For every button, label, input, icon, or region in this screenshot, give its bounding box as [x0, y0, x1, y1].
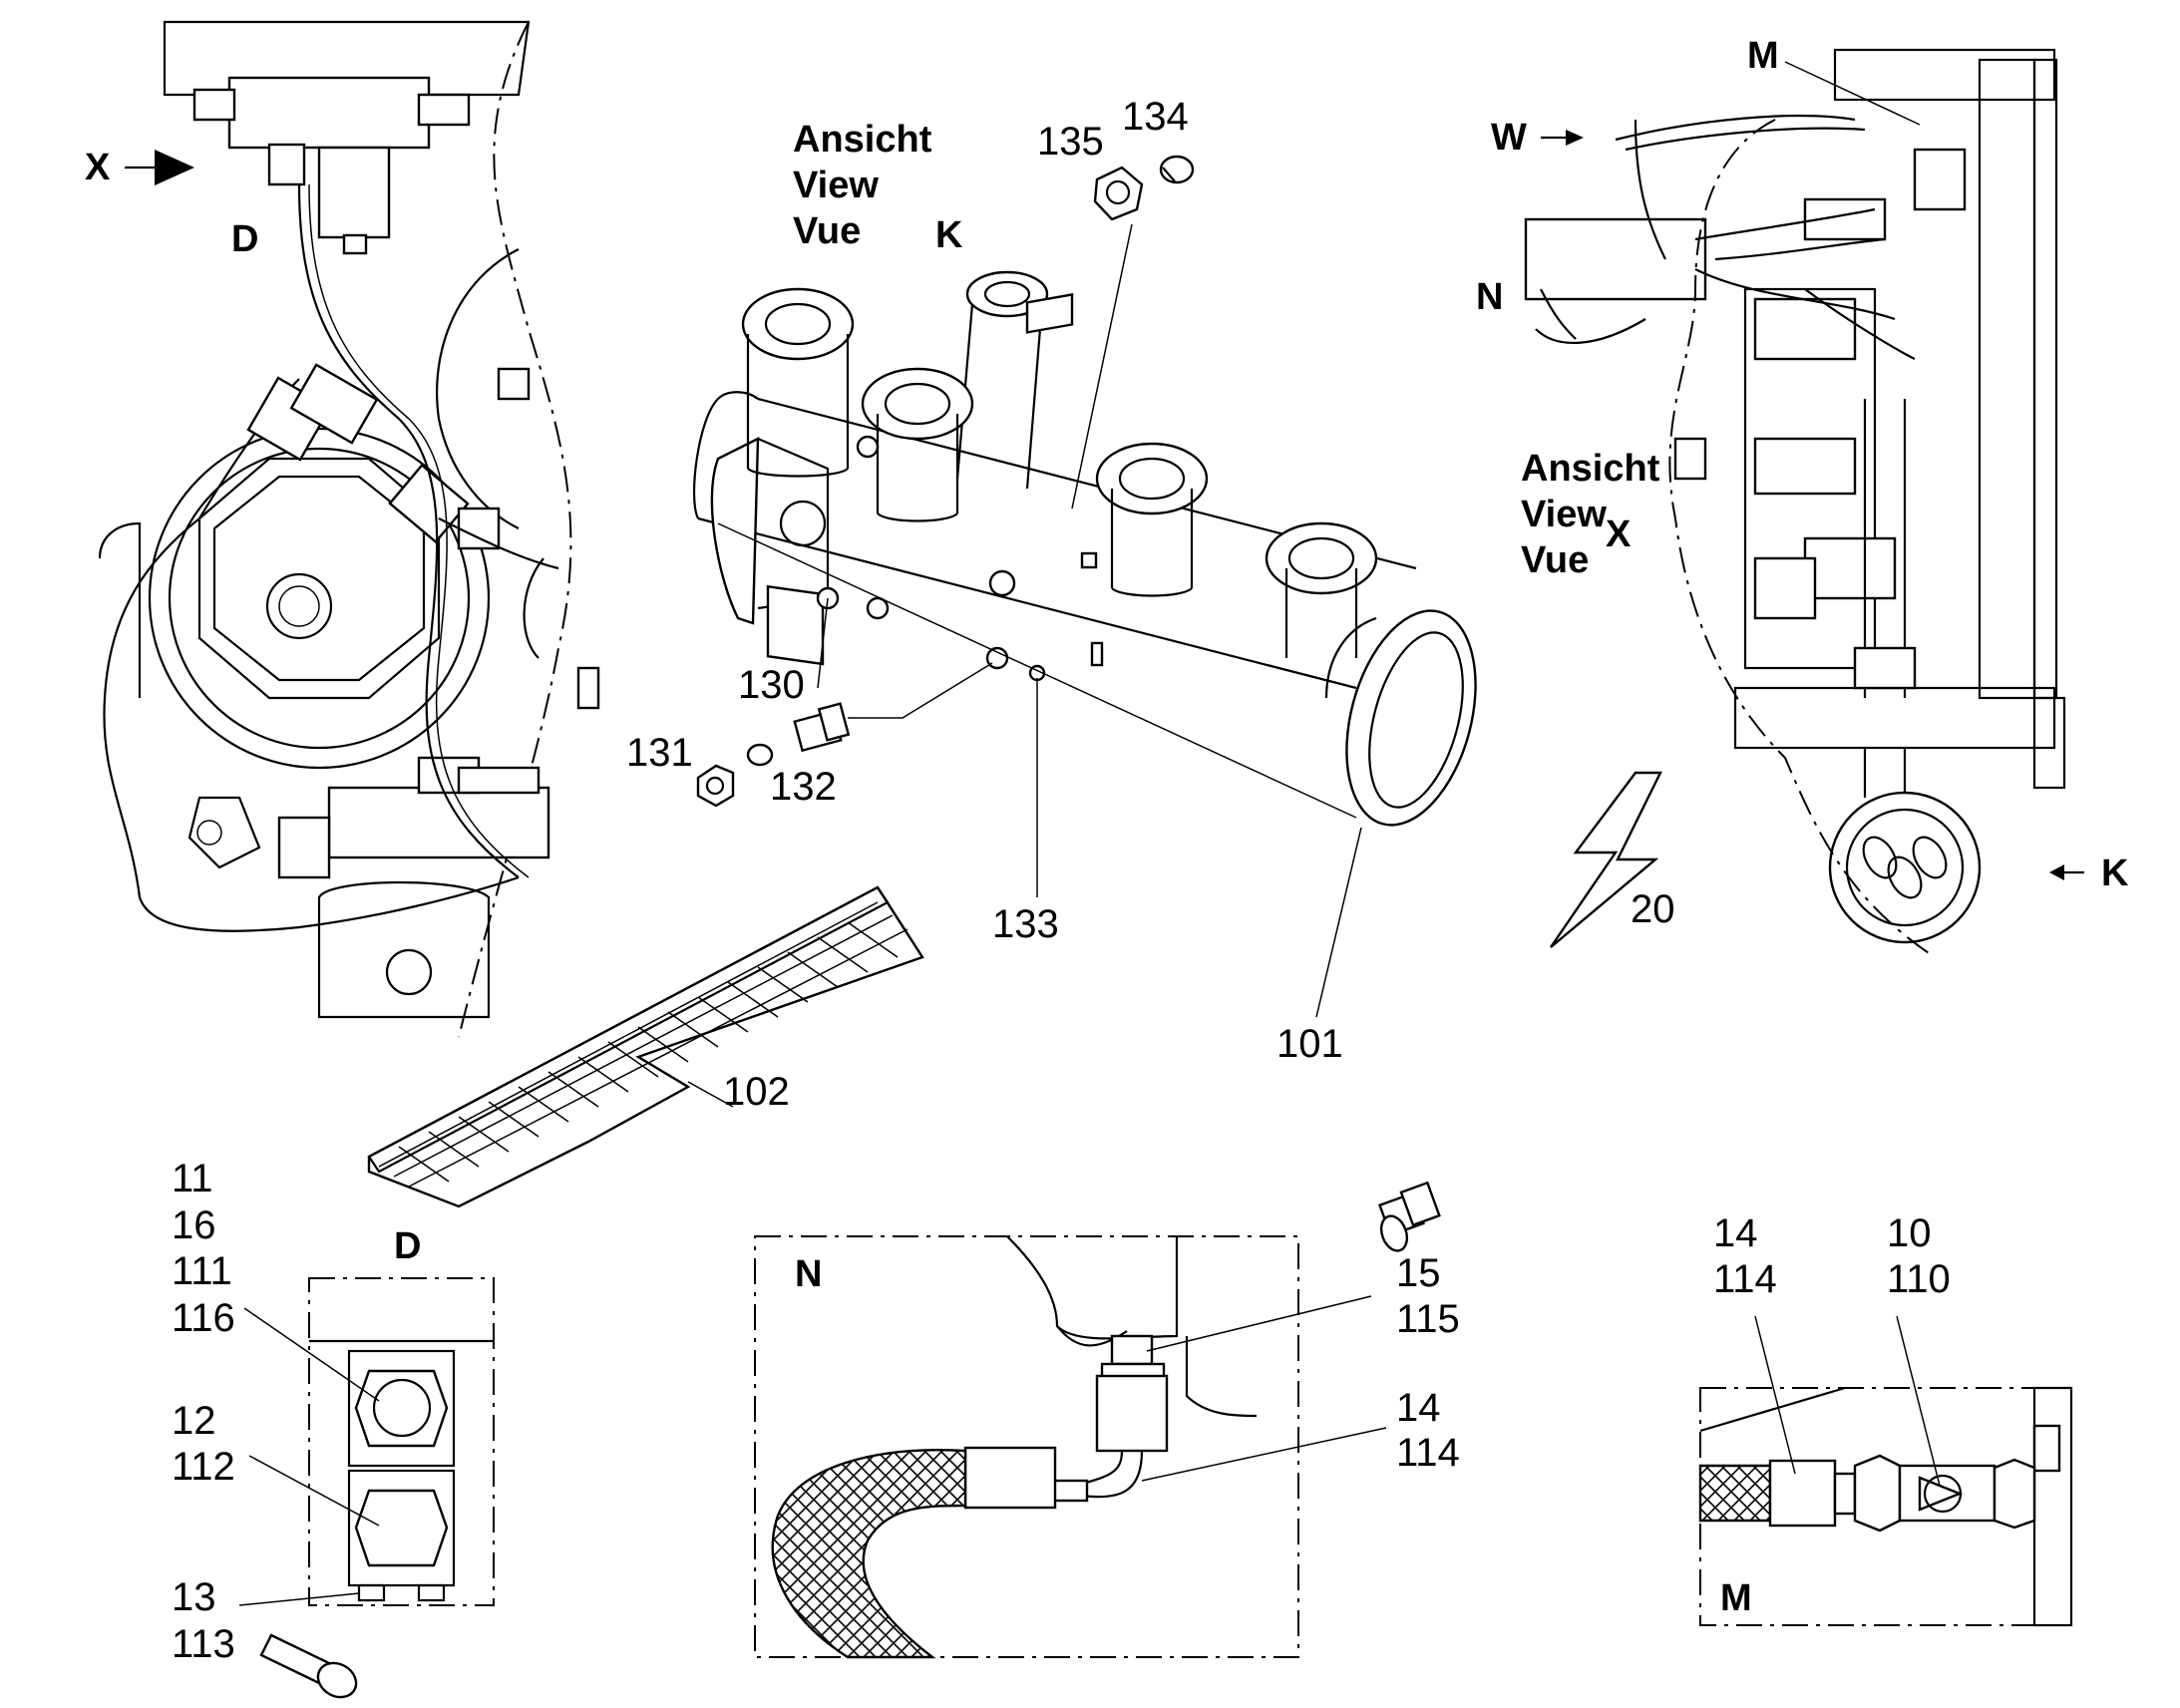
callout-112: 112 — [172, 1445, 235, 1489]
callout-133: 133 — [992, 902, 1059, 946]
callout-115: 115 — [1396, 1297, 1460, 1341]
arrow-right-icon — [1541, 130, 1584, 146]
callout-102: 102 — [723, 1070, 790, 1114]
callout-20: 20 — [1631, 887, 1675, 931]
detail-n-title: N — [795, 1253, 822, 1295]
manifold-pipe: Ansicht View Vue K — [626, 95, 1477, 1066]
nipple-134 — [1159, 155, 1195, 184]
grating-step-102: 102 — [367, 885, 924, 1208]
detail-m-title: M — [1720, 1577, 1752, 1619]
detail-m-marker: M — [1747, 35, 1779, 77]
bolt-113 — [259, 1633, 358, 1699]
view-x-word-de: Ansicht — [1521, 448, 1660, 490]
detail-d-title: D — [394, 1225, 421, 1267]
view-w-label: W — [1491, 117, 1527, 159]
callout-114: 114 — [1396, 1431, 1460, 1475]
callout-101: 101 — [1276, 1022, 1343, 1066]
arrow-right-icon — [125, 150, 194, 185]
side-view-assembly: W M N — [1476, 35, 2129, 958]
callout-m-114: 114 — [1713, 1257, 1777, 1301]
callout-11: 11 — [172, 1157, 213, 1200]
riser-5 — [1265, 521, 1378, 658]
callout-10: 10 — [1887, 1211, 1932, 1255]
engine-pump-assembly: X D — [85, 20, 600, 1038]
view-arrow-x-label: X — [85, 147, 111, 188]
callout-13: 13 — [172, 1575, 216, 1619]
view-k-letter: K — [935, 214, 963, 256]
view-x-word-en: View — [1521, 494, 1607, 535]
callout-15: 15 — [1396, 1251, 1441, 1295]
view-k-word-en: View — [793, 165, 879, 206]
riser-3 — [861, 367, 974, 522]
cap-132-small — [746, 743, 774, 767]
callout-14: 14 — [1396, 1386, 1441, 1430]
callout-113: 113 — [172, 1622, 235, 1666]
callout-131: 131 — [626, 731, 693, 775]
view-x-word-fr: Vue — [1521, 539, 1589, 581]
view-k-word-de: Ansicht — [793, 119, 932, 161]
detail-d: D 11 16 111 116 12 112 13 113 — [172, 1157, 495, 1699]
nut-131 — [696, 764, 735, 808]
detail-m: M 14 114 10 110 — [1698, 1211, 2073, 1627]
adapter-132 — [793, 702, 851, 753]
fitting-15-icon — [1378, 1181, 1441, 1252]
riser-4 — [1095, 442, 1209, 597]
detail-n: N 15 115 14 114 — [754, 1181, 1460, 1659]
callout-135: 135 — [1037, 120, 1104, 164]
nut-135 — [1093, 166, 1144, 221]
arrow-left-icon — [2049, 864, 2084, 880]
view-k-arrow-label: K — [2101, 853, 2129, 894]
callout-130: 130 — [738, 663, 805, 707]
view-x-letter: X — [1606, 513, 1632, 555]
callout-12: 12 — [172, 1399, 216, 1443]
lightning-bolt-icon — [1550, 771, 1662, 948]
detail-n-marker: N — [1476, 276, 1503, 318]
callout-110: 110 — [1887, 1257, 1951, 1301]
callout-16: 16 — [172, 1203, 216, 1247]
callout-111: 111 — [172, 1249, 232, 1293]
detail-d-marker: D — [231, 218, 258, 260]
view-k-word-fr: Vue — [793, 210, 861, 252]
callout-134: 134 — [1122, 95, 1189, 139]
callout-132: 132 — [770, 765, 837, 809]
callout-m-14: 14 — [1713, 1211, 1758, 1255]
riser-1 — [741, 287, 855, 478]
callout-116: 116 — [172, 1296, 235, 1340]
